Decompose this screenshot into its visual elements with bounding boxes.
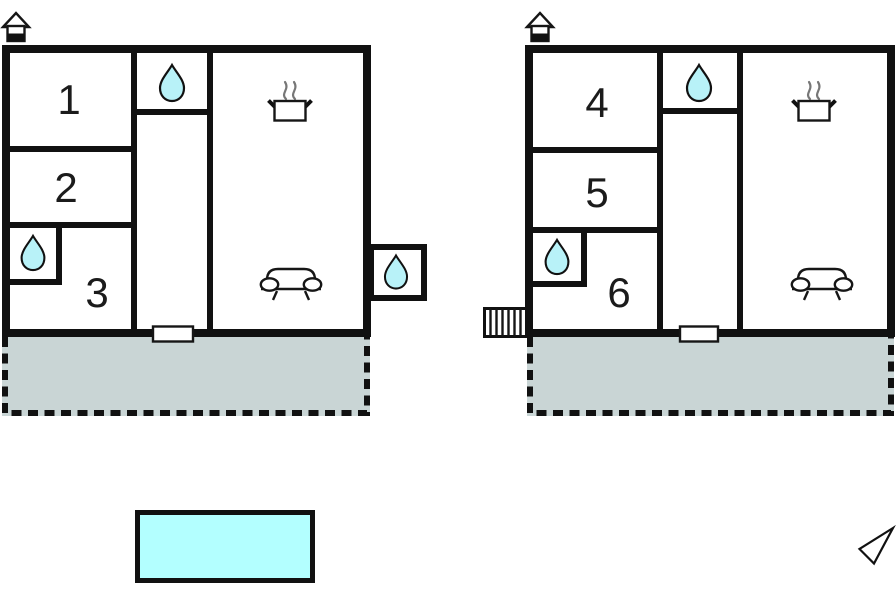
terrace-area [2, 337, 370, 416]
room-label: 2 [54, 164, 77, 211]
room-label: 3 [85, 269, 108, 316]
terrace-dashed-border [527, 337, 894, 416]
water-drop-icon [544, 237, 570, 276]
unit-right-plan: 4 5 6 [483, 11, 895, 416]
room-label: 1 [57, 76, 80, 123]
terrace-dashed-border [2, 337, 370, 416]
annex-shower-room [368, 244, 427, 301]
unit-left-plan: 1 2 3 [0, 11, 427, 416]
door-opening [678, 325, 720, 343]
water-drop-icon [685, 62, 713, 103]
room-label: 4 [585, 79, 608, 126]
house-icon [524, 11, 556, 43]
north-arrow-icon [857, 524, 896, 566]
cooking-pot-icon [791, 80, 837, 122]
room-label: 5 [585, 169, 608, 216]
house-icon [0, 11, 32, 43]
sofa-icon [259, 267, 323, 301]
swimming-pool [135, 510, 315, 583]
cooking-pot-icon [267, 80, 313, 122]
water-drop-icon [158, 62, 186, 103]
water-drop-icon [20, 233, 46, 272]
sofa-icon [790, 267, 854, 301]
door-opening [151, 325, 195, 343]
stairs-icon [483, 307, 528, 338]
room-label: 6 [607, 269, 630, 316]
water-drop-icon [383, 253, 409, 290]
terrace-area [527, 337, 894, 416]
